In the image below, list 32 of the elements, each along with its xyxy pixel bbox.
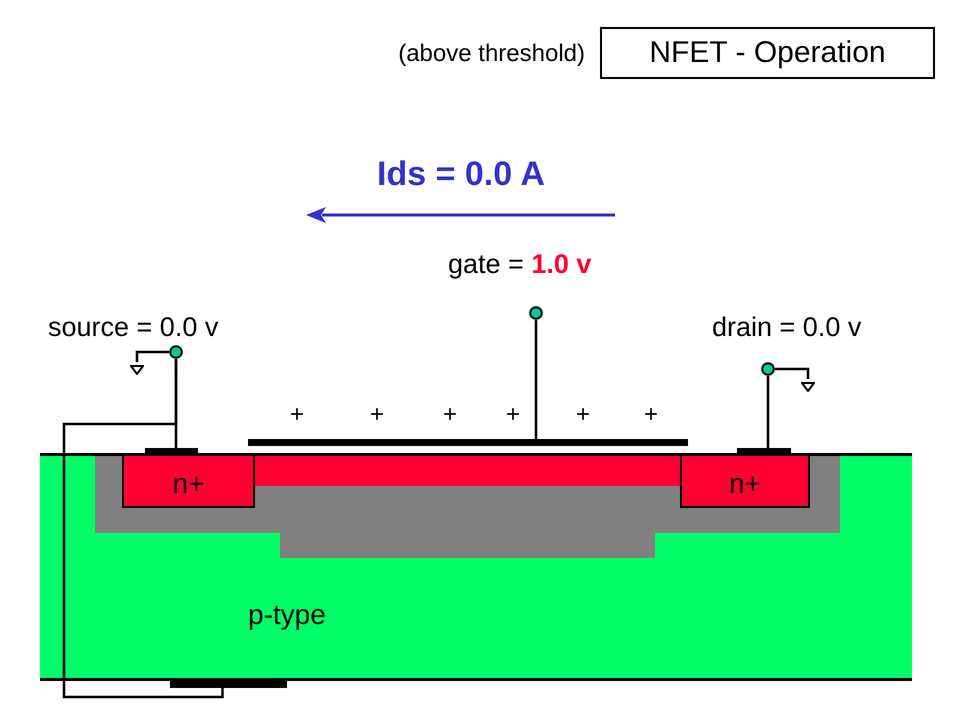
gate-voltage-label: gate = 1.0 v	[448, 251, 592, 278]
n-plus-region	[122, 456, 255, 508]
wire	[136, 350, 169, 362]
charge-sign: +	[506, 403, 520, 427]
current-label: Ids = 0.0 A	[377, 157, 545, 191]
wire	[775, 368, 810, 379]
region-label: n+	[172, 470, 204, 501]
charge-sign: +	[644, 403, 658, 427]
ground-symbol	[801, 379, 815, 389]
terminal-dot	[169, 345, 183, 359]
charge-sign: +	[290, 403, 304, 427]
charge-sign: +	[370, 403, 384, 427]
wire	[62, 359, 224, 698]
wire	[534, 320, 538, 439]
drain-voltage-label: drain = 0.0 v	[712, 314, 862, 341]
wire	[766, 376, 770, 448]
charge-sign: +	[443, 403, 458, 427]
metal-contact	[170, 680, 287, 688]
metal-contact	[145, 448, 198, 455]
title-box: NFET - Operation	[600, 27, 935, 79]
p-type-substrate	[40, 453, 912, 681]
terminal-dot	[529, 306, 543, 320]
source-voltage-label: source = 0.0 v	[48, 314, 218, 341]
condition-note: (above threshold)	[398, 42, 585, 66]
region-label: p-type	[248, 601, 326, 629]
metal-contact	[737, 448, 791, 455]
region-label: n+	[729, 470, 761, 501]
terminal-dot	[761, 362, 775, 376]
n-plus-region	[680, 456, 810, 508]
gate-plate	[248, 439, 688, 446]
ground-symbol	[130, 362, 144, 372]
charge-sign: +	[576, 403, 590, 427]
